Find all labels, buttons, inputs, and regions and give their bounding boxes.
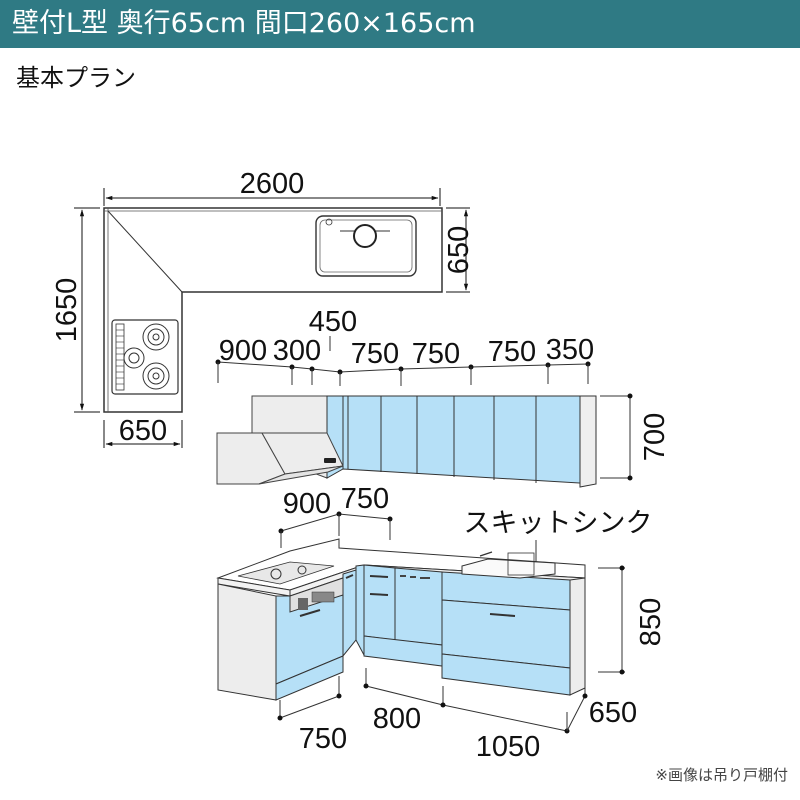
- plan-subtitle: 基本プラン: [16, 64, 136, 92]
- base-height-label: 850: [635, 598, 667, 646]
- dishwasher: [394, 567, 443, 646]
- wall-cabinet-elevation: 900 300 450 750 750 750 350: [215, 306, 671, 488]
- base-top-label-0: 900: [283, 488, 331, 520]
- wall-seg-label-6: 350: [546, 334, 594, 366]
- sink-label: スキットシンク: [464, 508, 653, 539]
- side-length-label: 1650: [51, 278, 83, 343]
- sink-icon: [315, 215, 417, 277]
- gas-cooktop-icon: [111, 319, 179, 395]
- base-bottom-label-2: 1050: [476, 731, 541, 763]
- wall-seg-label-1: 300: [273, 335, 321, 367]
- page-header: 壁付L型 奥行65cm 間口260×165cm: [0, 0, 800, 48]
- base-bottom-label-0: 750: [299, 723, 347, 755]
- top-depth-label: 650: [443, 226, 475, 274]
- wall-cabinet-doors: [326, 395, 597, 485]
- base-top-label-1: 750: [341, 483, 389, 515]
- top-width-label: 2600: [240, 168, 305, 200]
- wall-seg-label-5: 750: [488, 336, 536, 368]
- corner-diagonal: [107, 210, 183, 293]
- wall-seg-label-0: 900: [219, 335, 267, 367]
- page-title: 壁付L型 奥行65cm 間口260×165cm: [12, 8, 476, 39]
- top-view-plan: 2600 650 1650: [51, 168, 475, 448]
- base-cabinet-elevation: 900 750 スキットシンク: [216, 483, 667, 763]
- side-depth-label: 650: [119, 415, 167, 447]
- image-note: ※画像は吊り戸棚付: [655, 766, 788, 784]
- wall-seg-label-3: 750: [351, 338, 399, 370]
- wall-height-label: 700: [639, 413, 671, 461]
- wall-seg-label-4: 750: [412, 338, 460, 370]
- base-bottom-label-1: 800: [373, 703, 421, 735]
- base-bottom-label-3: 650: [589, 697, 637, 729]
- wall-seg-label-2: 450: [309, 306, 357, 338]
